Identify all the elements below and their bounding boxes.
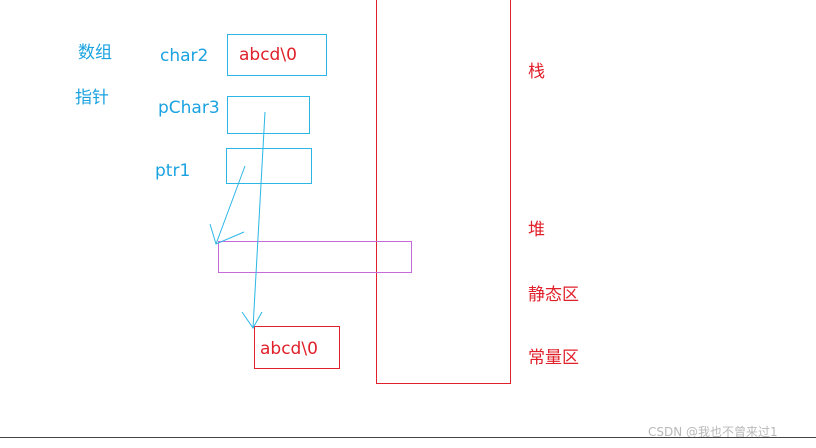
arrow-pchar3-to-constant [252, 111, 266, 329]
constant-region-label: 常量区 [528, 348, 579, 368]
pchar3-box [227, 96, 310, 134]
watermark: CSDN @我也不曾来过1 [648, 425, 778, 439]
arrow-ptr1-to-heap [215, 165, 246, 245]
pchar3-label: pChar3 [158, 98, 220, 118]
array-label: 数组 [78, 43, 112, 63]
arrowhead-ptr1-to-heap [209, 223, 245, 245]
constant-string-text: abcd\0 [260, 339, 318, 359]
ptr1-box [226, 148, 312, 184]
constant-string-box [254, 326, 340, 369]
heap-region-label: 堆 [528, 220, 545, 240]
arrowhead-pchar3-to-constant [241, 311, 263, 329]
char2-box-text: abcd\0 [239, 45, 297, 65]
char2-label: char2 [160, 46, 209, 66]
ptr1-label: ptr1 [155, 161, 191, 181]
memory-region-column [376, 0, 511, 384]
heap-block [218, 241, 412, 273]
static-region-label: 静态区 [528, 285, 579, 305]
pointer-label: 指针 [75, 88, 109, 108]
stack-region-label: 栈 [528, 62, 545, 82]
char2-box [227, 34, 327, 76]
bottom-divider [0, 437, 816, 438]
